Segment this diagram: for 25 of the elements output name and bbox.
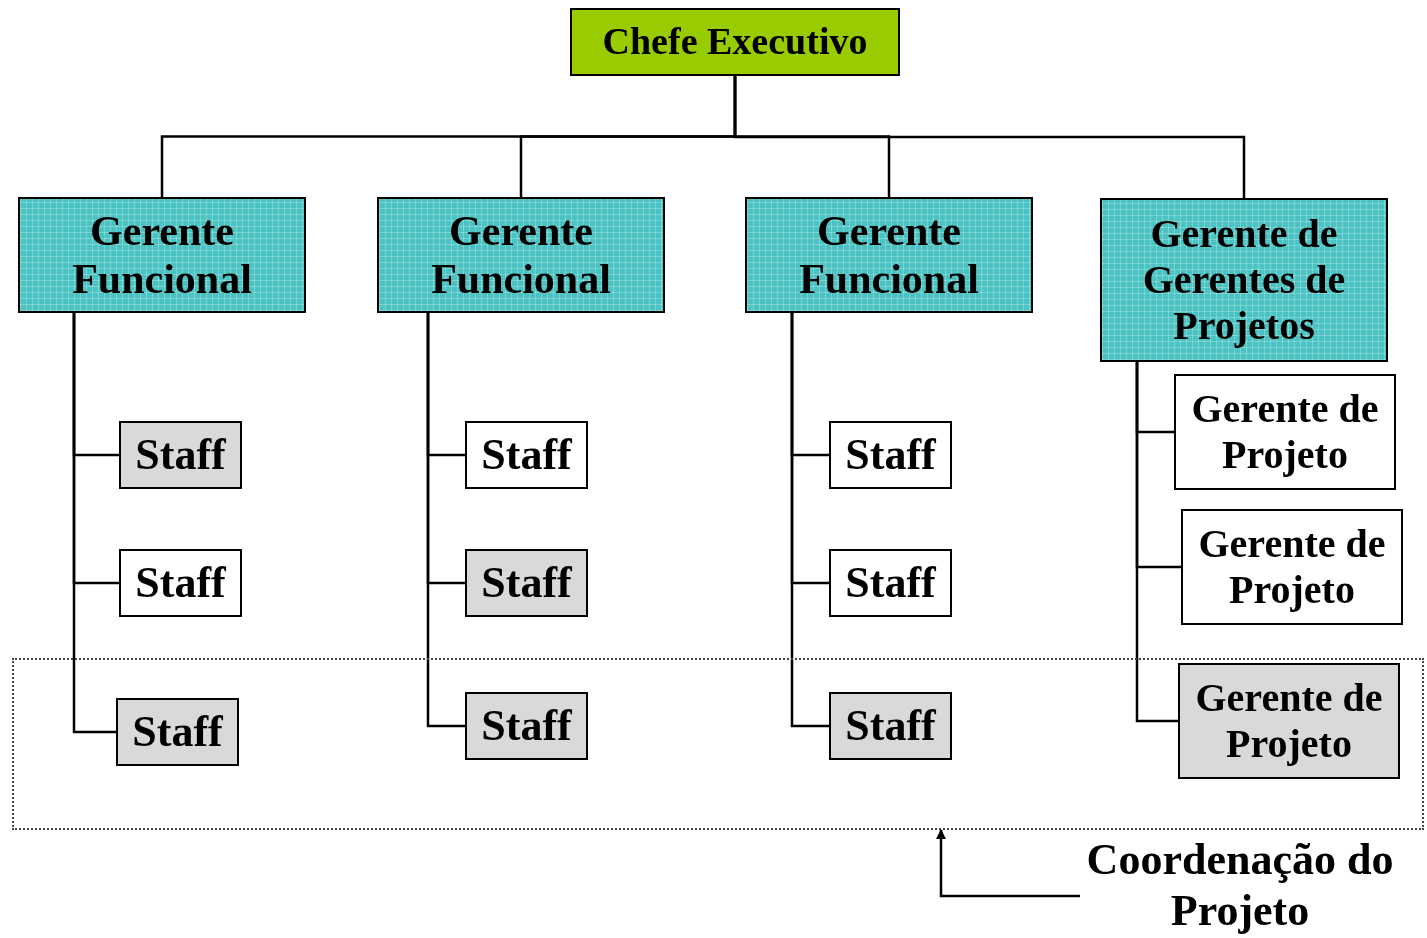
staff-box: Staff xyxy=(119,421,242,489)
connector-line xyxy=(1135,362,1178,723)
dotted-region xyxy=(12,658,1424,830)
staff-box: Staff xyxy=(465,549,588,617)
note-text: Coordenação do Projeto xyxy=(1080,834,1400,938)
staff-box: Staff xyxy=(116,698,239,766)
staff-box: Staff xyxy=(465,421,588,489)
manager-box: Gerente Funcional xyxy=(377,197,665,313)
staff-box: Staff xyxy=(465,692,588,760)
arrow xyxy=(936,829,1080,898)
connector-line xyxy=(790,313,829,728)
staff-box: Staff xyxy=(829,692,952,760)
connector-line xyxy=(426,313,465,728)
staff-box: Staff xyxy=(829,421,952,489)
manager-box: Gerente de Gerentes de Projetos xyxy=(1100,198,1388,362)
project-manager-box: Gerente de Projeto xyxy=(1174,374,1396,490)
executive-box: Chefe Executivo xyxy=(570,8,900,76)
connector-line xyxy=(733,76,1246,198)
manager-box: Gerente Funcional xyxy=(745,197,1033,313)
staff-box: Staff xyxy=(119,549,242,617)
project-manager-box: Gerente de Projeto xyxy=(1181,509,1403,625)
staff-box: Staff xyxy=(829,549,952,617)
manager-box: Gerente Funcional xyxy=(18,197,306,313)
project-manager-box: Gerente de Projeto xyxy=(1178,663,1400,779)
connector-line xyxy=(72,313,116,734)
